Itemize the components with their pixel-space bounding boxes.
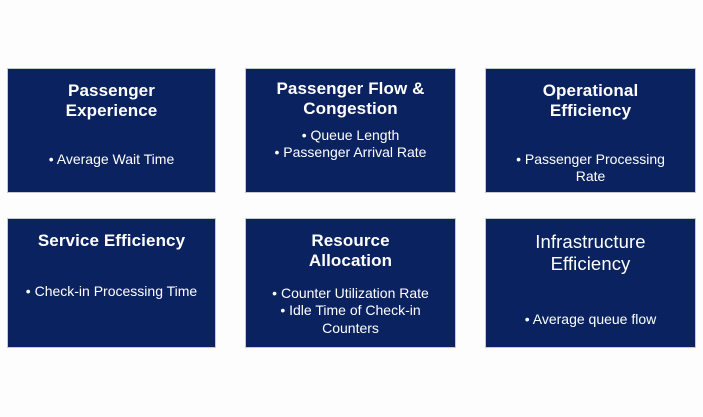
card-title: Infrastructure Efficiency — [535, 231, 646, 274]
bullet-item: • Counter Utilization Rate — [272, 285, 429, 302]
bullet-item: • Passenger Processing Rate — [516, 151, 665, 185]
bullet-item: • Average Wait Time — [48, 151, 175, 168]
card-title: Passenger Experience — [65, 81, 158, 121]
bullet-item: • Idle Time of Check-in Counters — [280, 302, 421, 336]
card-bullet-list: • Counter Utilization Rate • Idle Time o… — [246, 285, 455, 337]
bullet-item: • Queue Length — [301, 127, 400, 144]
card-resource-allocation[interactable]: Resource Allocation • Counter Utilizatio… — [245, 218, 456, 348]
card-title: Passenger Flow & Congestion — [276, 79, 425, 119]
card-title: Resource Allocation — [308, 231, 393, 271]
card-title: Operational Efficiency — [542, 81, 639, 121]
bullet-item: • Average queue flow — [524, 310, 657, 327]
card-bullet-list: • Passenger Processing Rate — [486, 151, 695, 186]
card-bullet-list: • Queue Length • Passenger Arrival Rate — [246, 127, 455, 162]
card-service-efficiency[interactable]: Service Efficiency • Check-in Processing… — [7, 218, 216, 348]
card-passenger-experience[interactable]: Passenger Experience • Average Wait Time — [7, 68, 216, 193]
card-bullet-list: • Check-in Processing Time — [8, 283, 215, 300]
card-bullet-list: • Average queue flow — [486, 311, 695, 328]
card-title: Service Efficiency — [37, 231, 186, 250]
card-bullet-list: • Average Wait Time — [8, 151, 215, 168]
card-passenger-flow-congestion[interactable]: Passenger Flow & Congestion • Queue Leng… — [245, 68, 456, 193]
card-operational-efficiency[interactable]: Operational Efficiency • Passenger Proce… — [485, 68, 696, 193]
bullet-item: • Passenger Arrival Rate — [274, 144, 427, 161]
card-infrastructure-efficiency[interactable]: Infrastructure Efficiency • Average queu… — [485, 218, 696, 348]
bullet-item: • Check-in Processing Time — [25, 283, 198, 300]
